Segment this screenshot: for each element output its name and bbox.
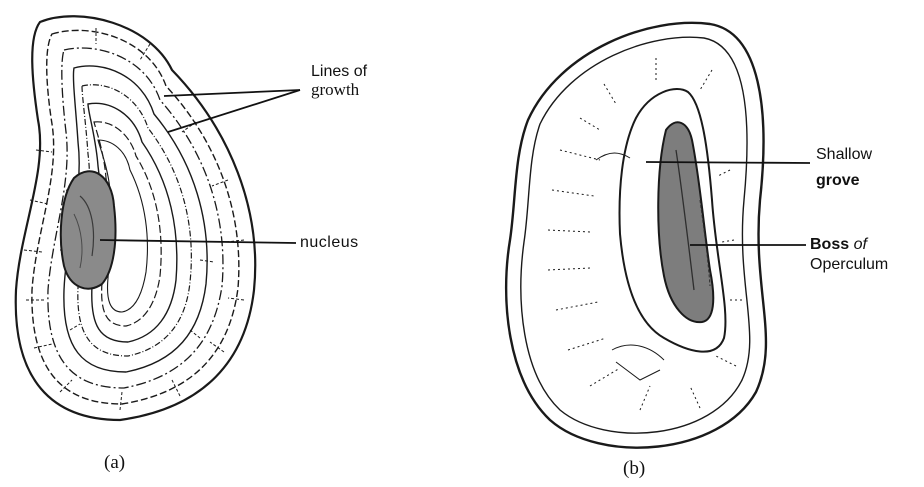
caption-b: (b) <box>623 458 645 480</box>
label-lines-of-growth-2: growth <box>311 80 359 100</box>
leader-lines-a <box>100 90 300 243</box>
label-shallow: Shallow <box>816 146 872 164</box>
label-nucleus: nucleus <box>300 234 359 252</box>
figure-a-operculum-outer <box>16 16 255 420</box>
nucleus-shape <box>61 171 116 288</box>
figure-b-operculum-inner <box>506 23 766 448</box>
label-lines-of-growth-1: Lines of <box>311 63 367 81</box>
boss-shape <box>658 122 713 322</box>
label-grove: grove <box>816 172 860 190</box>
label-boss: Boss <box>810 236 849 253</box>
label-boss-line: Boss of <box>810 236 867 254</box>
label-operculum: Operculum <box>810 256 888 274</box>
label-of: of <box>854 236 867 253</box>
outer-outline <box>16 16 255 420</box>
outer-outline <box>506 23 766 448</box>
caption-a: (a) <box>104 452 125 474</box>
